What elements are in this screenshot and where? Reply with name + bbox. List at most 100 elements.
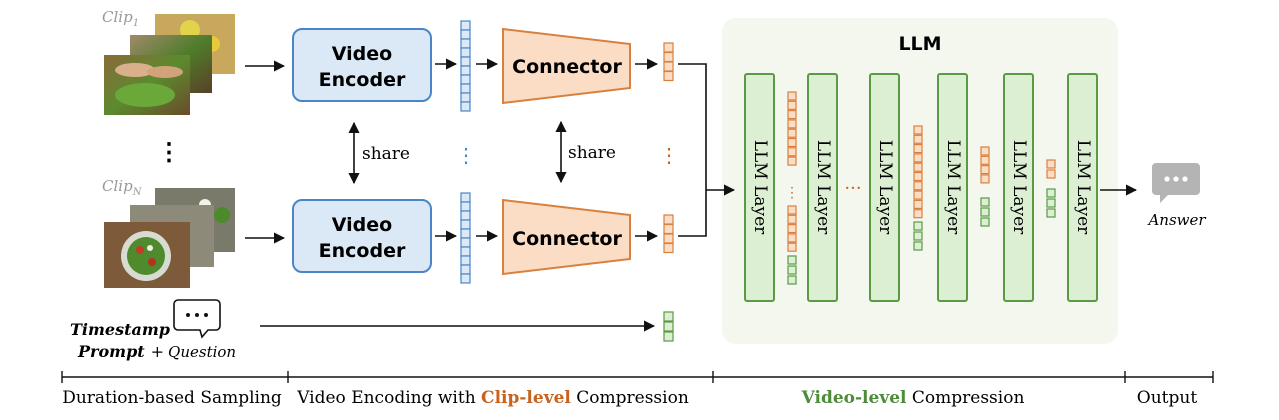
llm-title: LLM bbox=[898, 33, 941, 55]
compressed-token bbox=[787, 119, 797, 129]
compressed-token bbox=[663, 233, 674, 244]
compressed-token bbox=[913, 171, 923, 182]
visual-token bbox=[460, 219, 471, 230]
stage-clip-compression: Video Encoding with Clip-level Compressi… bbox=[296, 388, 689, 408]
visual-token bbox=[460, 273, 471, 284]
llm-layer: LLM Layer bbox=[1003, 73, 1034, 302]
compressed-token bbox=[913, 199, 923, 209]
prompt-token bbox=[980, 207, 990, 217]
llm-layers: LLM Layer LLM Layer LLM Layer LLM Layer LLM … bbox=[744, 73, 1098, 302]
compressed-token bbox=[913, 209, 923, 219]
prompt-token bbox=[913, 221, 923, 231]
compressed-token bbox=[787, 214, 797, 224]
llm-layer-label: LLM Layer bbox=[1073, 140, 1093, 235]
compressed-token bbox=[787, 137, 797, 148]
clip-1-label: Clip1 bbox=[102, 8, 139, 29]
svg-text:Connector: Connector bbox=[512, 56, 622, 78]
compressed-token bbox=[663, 242, 674, 254]
compressed-token bbox=[980, 155, 990, 165]
prompt-token bbox=[787, 255, 797, 265]
stage-output: Output bbox=[1137, 388, 1198, 408]
prompt-token bbox=[663, 331, 674, 342]
svg-text:Video: Video bbox=[332, 214, 392, 236]
visual-token bbox=[460, 101, 471, 112]
prompt-token bbox=[1046, 188, 1056, 198]
compressed-token bbox=[913, 162, 923, 172]
visual-token bbox=[460, 246, 471, 257]
compressed-token bbox=[787, 128, 797, 138]
share-label-encoder: share bbox=[362, 144, 410, 164]
visual-token bbox=[460, 192, 471, 203]
stage-sampling: Duration-based Sampling bbox=[62, 388, 282, 408]
compressed-token bbox=[787, 147, 797, 157]
llm-layer: LLM Layer bbox=[1067, 73, 1098, 302]
connector-top: Connector bbox=[502, 27, 631, 105]
svg-text:Video: Video bbox=[332, 43, 392, 65]
visual-token bbox=[460, 74, 471, 85]
token-stacks bbox=[460, 20, 1056, 342]
svg-text:Encoder: Encoder bbox=[319, 69, 406, 91]
clip-n-label: ClipN bbox=[102, 177, 143, 198]
llm-layer-label: LLM Layer bbox=[875, 140, 895, 235]
prompt-token bbox=[913, 231, 923, 241]
visual-token bbox=[460, 201, 471, 212]
prompt-token bbox=[980, 197, 990, 207]
prompt-token bbox=[663, 311, 674, 322]
llm-layer: LLM Layer bbox=[744, 73, 775, 302]
token-ellipsis: ⋮ bbox=[785, 185, 799, 201]
answer-label: Answer bbox=[1146, 211, 1206, 229]
prompt-line2: Prompt+Question bbox=[77, 342, 236, 361]
prompt-token bbox=[980, 217, 990, 227]
visual-token bbox=[460, 237, 471, 248]
visual-token bbox=[460, 83, 471, 94]
prompt-token bbox=[787, 275, 797, 285]
visual-token bbox=[460, 264, 471, 275]
compressed-token bbox=[663, 42, 674, 53]
stage-video-compression: Video-level Compression bbox=[801, 388, 1025, 408]
compressed-token bbox=[980, 165, 990, 175]
llm-layer-label: LLM Layer bbox=[813, 140, 833, 235]
chat-bubble-icon bbox=[1152, 163, 1200, 203]
prompt-token bbox=[1046, 208, 1056, 218]
compressed-token bbox=[913, 153, 923, 163]
llm-layer-label: LLM Layer bbox=[943, 140, 963, 235]
compressed-token bbox=[663, 223, 674, 235]
compressed-token bbox=[663, 214, 674, 225]
compressed-token bbox=[913, 190, 923, 200]
llm-layer: LLM Layer bbox=[807, 73, 838, 302]
prompt-token bbox=[663, 321, 674, 332]
compressed-token bbox=[913, 181, 923, 191]
prompt-line1: Timestamp bbox=[70, 320, 170, 339]
compressed-token bbox=[663, 70, 674, 82]
compressed-token bbox=[913, 134, 923, 144]
compressed-token bbox=[913, 144, 923, 154]
share-label-connector: share bbox=[568, 143, 616, 163]
visual-token bbox=[460, 228, 471, 239]
compressed-token bbox=[787, 109, 797, 120]
compressed-token bbox=[663, 51, 674, 63]
speech-bubble-icon bbox=[173, 299, 221, 339]
compressed-token bbox=[980, 174, 990, 184]
video-encoder-bottom: Video Encoder bbox=[292, 199, 432, 273]
compressed-token bbox=[663, 61, 674, 72]
compressed-token bbox=[913, 125, 923, 135]
orange-token-ellipsis: ⋮ bbox=[659, 143, 679, 167]
visual-token bbox=[460, 92, 471, 103]
clip-ellipsis: ⋮ bbox=[157, 137, 181, 166]
compressed-token bbox=[787, 100, 797, 110]
svg-text:Connector: Connector bbox=[512, 228, 622, 250]
llm-layer: LLM Layer bbox=[937, 73, 968, 302]
prompt-token bbox=[1046, 198, 1056, 208]
compressed-token bbox=[980, 146, 990, 156]
connector-bottom: Connector bbox=[502, 198, 631, 276]
visual-token bbox=[460, 210, 471, 221]
clip-n-thumbnails bbox=[104, 188, 235, 288]
compressed-token bbox=[787, 205, 797, 215]
llm-layer-ellipsis: ··· bbox=[844, 178, 861, 199]
compressed-token bbox=[787, 224, 797, 234]
blue-token-ellipsis: ⋮ bbox=[456, 143, 476, 167]
visual-token bbox=[460, 29, 471, 40]
prompt-token bbox=[913, 241, 923, 251]
visual-token bbox=[460, 255, 471, 266]
